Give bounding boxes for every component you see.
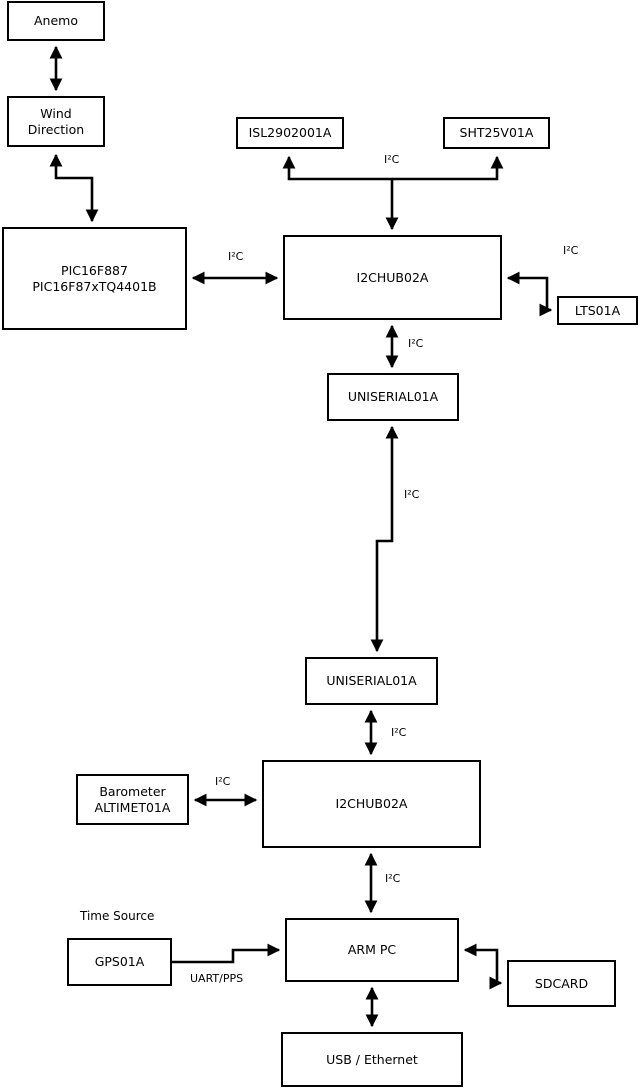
node-gps01a-label: GPS01A xyxy=(94,954,145,969)
node-usb-ethernet-label: USB / Ethernet xyxy=(326,1051,418,1067)
edge-label-i2c-hub-arm-pc: I²C xyxy=(385,872,401,885)
connector-uniserial-top-uniserial-bottom xyxy=(370,425,399,653)
annotation-time-source: Time Source xyxy=(80,909,155,923)
edge-label-i2c-uniserial-hub: I²C xyxy=(391,726,407,739)
node-anemo-label: Anemo xyxy=(34,13,78,28)
connector-pic-wind-direction xyxy=(49,153,99,223)
node-sdcard[interactable]: SDCARD xyxy=(507,960,616,1007)
node-anemo[interactable]: Anemo xyxy=(7,1,105,41)
node-lts01a-label: LTS01A xyxy=(574,302,621,318)
edge-label-i2c-hub-uniserial: I²C xyxy=(408,337,424,350)
node-lts01a[interactable]: LTS01A xyxy=(557,296,638,325)
edge-label-i2c-sensor-bus: I²C xyxy=(384,153,400,166)
node-arm-pc[interactable]: ARM PC xyxy=(285,918,459,982)
edge-label-i2c-pic-hub: I²C xyxy=(228,250,244,263)
node-pic16f887-label: PIC16F887 PIC16F87xTQ4401B xyxy=(32,262,157,294)
node-pic16f887[interactable]: PIC16F887 PIC16F87xTQ4401B xyxy=(2,227,187,330)
node-arm-pc-label: ARM PC xyxy=(347,942,397,957)
node-i2chub02a-top-label: I2CHUB02A xyxy=(356,269,429,285)
node-i2chub02a-top[interactable]: I2CHUB02A xyxy=(283,235,502,320)
node-sht25v01a[interactable]: SHT25V01A xyxy=(443,117,550,149)
connector-arm-pc-sdcard xyxy=(463,943,503,990)
node-uniserial01a-top-label: UNISERIAL01A xyxy=(347,389,439,404)
node-wind-direction[interactable]: Wind Direction xyxy=(7,96,105,147)
connector-i2chub-top-sensor-bus xyxy=(282,155,504,231)
node-usb-ethernet[interactable]: USB / Ethernet xyxy=(281,1032,463,1087)
node-i2chub02a-bottom[interactable]: I2CHUB02A xyxy=(262,760,481,848)
edge-label-uart-pps: UART/PPS xyxy=(190,972,244,985)
node-uniserial01a-top[interactable]: UNISERIAL01A xyxy=(327,373,459,421)
connector-gps01a-arm-pc xyxy=(172,943,281,964)
edge-label-i2c-uniserial-link: I²C xyxy=(404,488,420,501)
node-barometer-altimet01a[interactable]: Barometer ALTIMET01A xyxy=(76,774,189,825)
node-barometer-altimet01a-label: Barometer ALTIMET01A xyxy=(94,783,171,815)
node-isl2902001a-label: ISL2902001A xyxy=(248,125,332,140)
node-uniserial01a-bottom[interactable]: UNISERIAL01A xyxy=(305,657,438,705)
node-sht25v01a-label: SHT25V01A xyxy=(459,125,534,140)
edge-label-i2c-hub-lts: I²C xyxy=(563,244,579,257)
node-isl2902001a[interactable]: ISL2902001A xyxy=(236,117,344,149)
connector-i2chub-top-lts01a xyxy=(506,271,553,317)
node-gps01a[interactable]: GPS01A xyxy=(67,938,172,986)
node-uniserial01a-bottom-label: UNISERIAL01A xyxy=(326,673,417,688)
node-wind-direction-label: Wind Direction xyxy=(27,105,85,137)
node-sdcard-label: SDCARD xyxy=(534,975,589,991)
edge-label-i2c-barometer-hub: I²C xyxy=(215,775,231,788)
node-i2chub02a-bottom-label: I2CHUB02A xyxy=(335,796,408,811)
